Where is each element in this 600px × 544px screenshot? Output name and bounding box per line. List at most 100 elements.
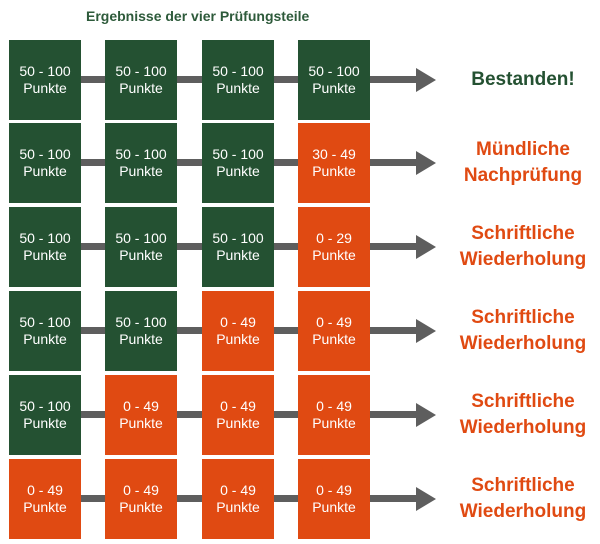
points-unit: Punkte: [23, 499, 67, 515]
points-range: 30 - 49: [312, 146, 356, 162]
outcome-line: Schriftliche: [471, 475, 575, 496]
outcome-line: Wiederholung: [459, 249, 587, 270]
outcome-line: Bestanden!: [471, 69, 575, 90]
outcome-line: Wiederholung: [459, 417, 587, 438]
arrow-head-icon: [416, 487, 436, 511]
points-unit: Punkte: [216, 80, 260, 96]
points-unit: Punkte: [23, 247, 67, 263]
points-unit: Punkte: [23, 415, 67, 431]
points-range: 0 - 49: [220, 314, 256, 330]
points-range: 50 - 100: [19, 314, 71, 330]
points-range: 0 - 49: [316, 482, 352, 498]
points-unit: Punkte: [312, 163, 356, 179]
points-range: 0 - 49: [316, 398, 352, 414]
outcome-line: Wiederholung: [459, 333, 587, 354]
points-range: 50 - 100: [115, 63, 167, 79]
points-range: 0 - 49: [123, 398, 159, 414]
points-unit: Punkte: [23, 163, 67, 179]
outcome-line: Schriftliche: [471, 307, 575, 328]
points-range: 0 - 49: [123, 482, 159, 498]
points-range: 50 - 100: [115, 230, 167, 246]
points-unit: Punkte: [216, 247, 260, 263]
points-range: 50 - 100: [19, 230, 71, 246]
points-unit: Punkte: [23, 80, 67, 96]
outcome-line: Schriftliche: [471, 223, 575, 244]
outcome-line: Mündliche: [476, 139, 570, 160]
points-unit: Punkte: [312, 80, 356, 96]
diagram-header: Ergebnisse der vier Prüfungsteile: [86, 8, 310, 24]
outcome-line: Nachprüfung: [463, 165, 583, 186]
points-unit: Punkte: [312, 247, 356, 263]
points-unit: Punkte: [312, 331, 356, 347]
points-range: 50 - 100: [19, 63, 71, 79]
outcome-label: Bestanden!: [448, 40, 598, 120]
arrow-head-icon: [416, 68, 436, 92]
points-range: 50 - 100: [308, 63, 360, 79]
points-unit: Punkte: [216, 499, 260, 515]
points-range: 50 - 100: [115, 146, 167, 162]
points-unit: Punkte: [119, 415, 163, 431]
arrow-head-icon: [416, 235, 436, 259]
points-range: 50 - 100: [115, 314, 167, 330]
arrow-head-icon: [416, 319, 436, 343]
outcome-line: Wiederholung: [459, 501, 587, 522]
arrow-head-icon: [416, 403, 436, 427]
points-unit: Punkte: [119, 499, 163, 515]
points-range: 0 - 49: [220, 482, 256, 498]
points-range: 0 - 49: [316, 314, 352, 330]
points-unit: Punkte: [119, 331, 163, 347]
points-unit: Punkte: [312, 499, 356, 515]
points-range: 50 - 100: [19, 398, 71, 414]
points-unit: Punkte: [216, 163, 260, 179]
points-range: 50 - 100: [212, 146, 264, 162]
points-unit: Punkte: [119, 247, 163, 263]
arrow-head-icon: [416, 151, 436, 175]
points-unit: Punkte: [216, 415, 260, 431]
points-unit: Punkte: [23, 331, 67, 347]
outcome-line: Schriftliche: [471, 391, 575, 412]
points-range: 50 - 100: [212, 63, 264, 79]
points-range: 50 - 100: [212, 230, 264, 246]
points-range: 0 - 49: [27, 482, 63, 498]
points-range: 0 - 49: [220, 398, 256, 414]
points-unit: Punkte: [216, 331, 260, 347]
points-unit: Punkte: [119, 80, 163, 96]
points-range: 0 - 29: [316, 230, 352, 246]
points-unit: Punkte: [119, 163, 163, 179]
